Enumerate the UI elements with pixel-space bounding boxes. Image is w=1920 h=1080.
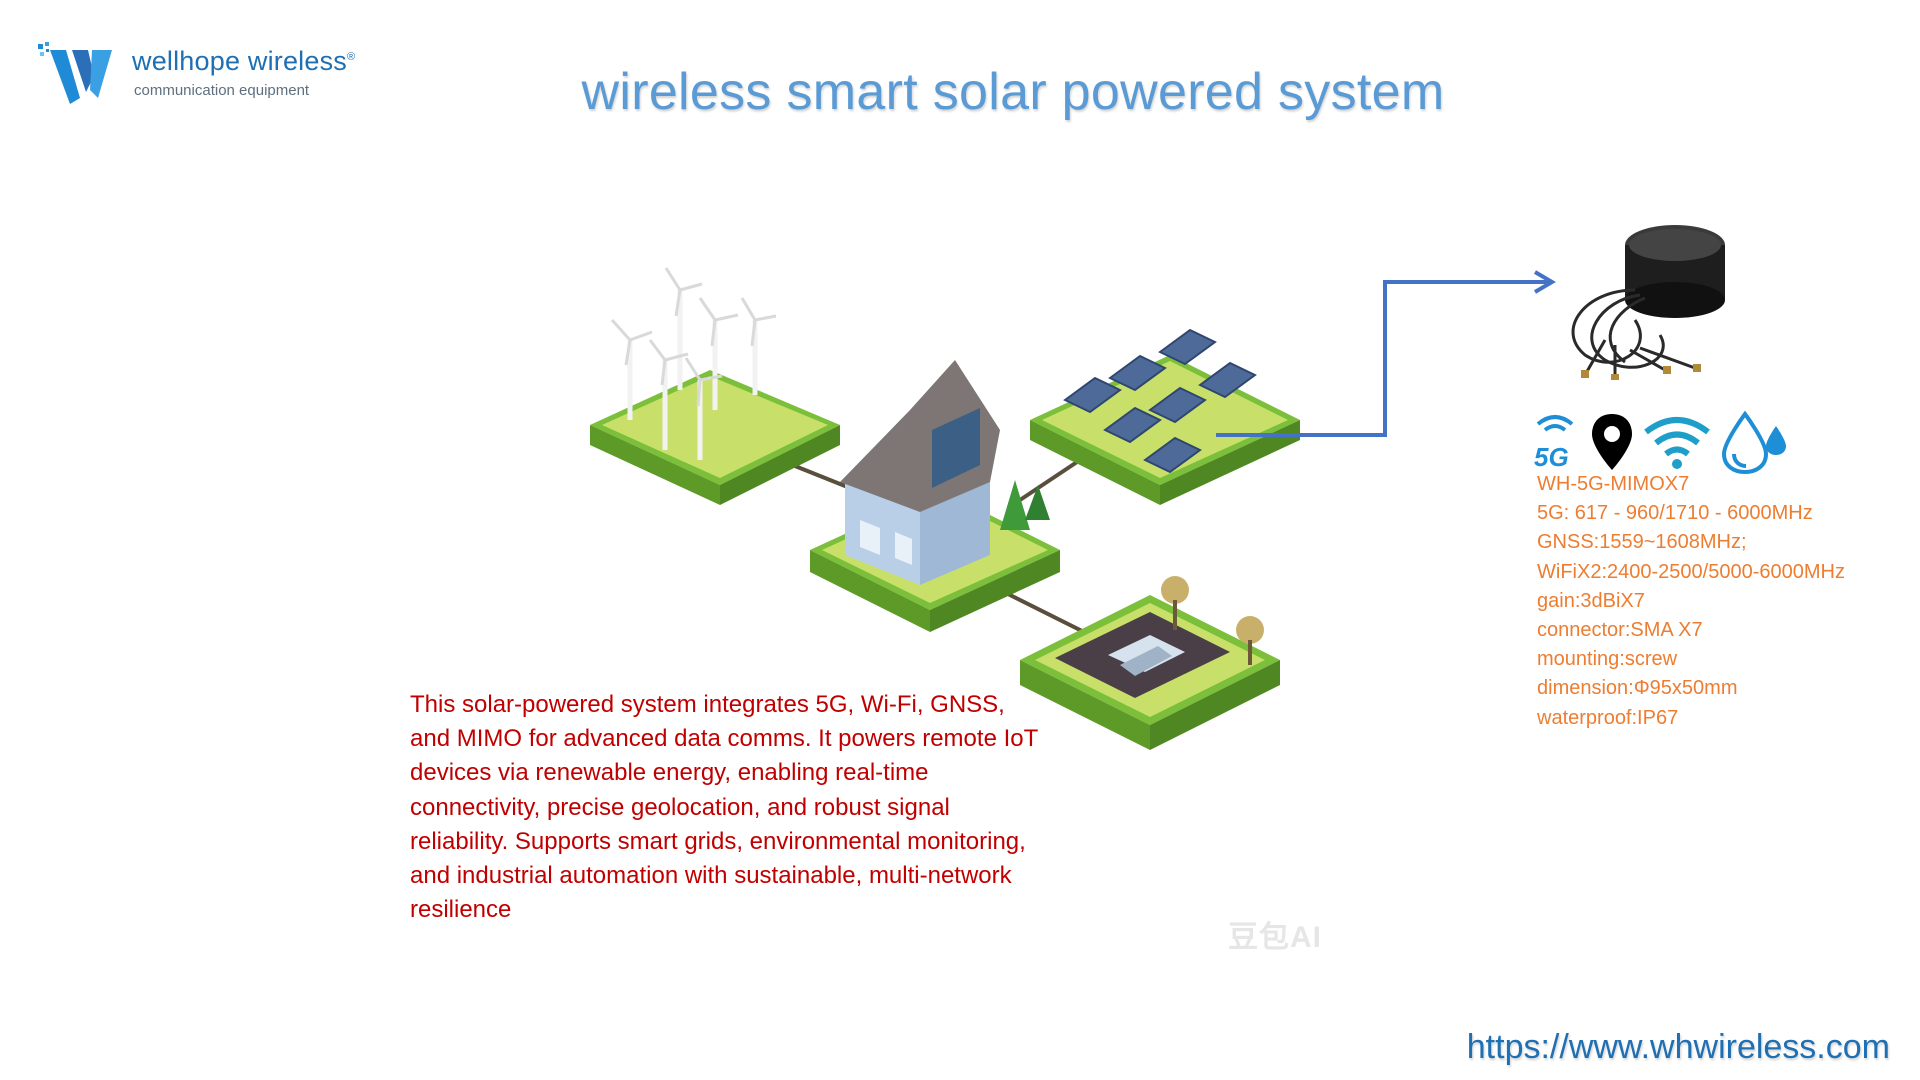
spec-mounting: mounting:screw bbox=[1537, 648, 1678, 671]
brand-logo: wellhope wireless® communication equipme… bbox=[36, 40, 376, 110]
ev-parking-tile bbox=[1020, 576, 1280, 750]
spec-5g-band: 5G: 617 - 960/1710 - 6000MHz bbox=[1537, 502, 1813, 525]
5g-icon: 5G bbox=[1534, 415, 1574, 470]
wellhope-logo-mark bbox=[38, 42, 112, 104]
spec-wifi-band: WiFiX2:2400-2500/5000-6000MHz bbox=[1537, 560, 1845, 583]
antenna-product-image bbox=[1571, 225, 1725, 380]
spec-dimension: dimension:Φ95x50mm bbox=[1537, 677, 1738, 700]
spec-gnss-band: GNSS:1559~1608MHz; bbox=[1537, 531, 1747, 554]
house-tile bbox=[810, 360, 1060, 632]
solar-system-illustration bbox=[590, 267, 1300, 750]
wifi-icon bbox=[1644, 417, 1710, 469]
brand-tagline: communication equipment bbox=[134, 82, 310, 99]
antenna-specs: WH-5G-MIMOX7 5G: 617 - 960/1710 - 6000MH… bbox=[1537, 470, 1917, 733]
spec-gain: gain:3dBiX7 bbox=[1537, 589, 1645, 612]
brand-name: wellhope wireless® bbox=[132, 46, 356, 76]
location-pin-icon bbox=[1592, 414, 1632, 470]
system-description: This solar-powered system integrates 5G,… bbox=[410, 691, 1038, 924]
watermark: 豆包AI bbox=[1228, 921, 1322, 954]
spec-connector: connector:SMA X7 bbox=[1537, 619, 1703, 642]
wind-farm-tile bbox=[590, 267, 840, 505]
solar-panel-tile bbox=[1030, 328, 1300, 505]
spec-model: WH-5G-MIMOX7 bbox=[1537, 473, 1690, 495]
svg-text:5G: 5G bbox=[1534, 442, 1569, 470]
spec-waterproof: waterproof:IP67 bbox=[1537, 706, 1679, 729]
page-title: wireless smart solar powered system bbox=[581, 63, 1445, 121]
website-url[interactable]: https://www.whwireless.com bbox=[1466, 1028, 1890, 1066]
water-drop-icon bbox=[1721, 410, 1786, 474]
feature-icons: 5G bbox=[1530, 410, 1795, 480]
